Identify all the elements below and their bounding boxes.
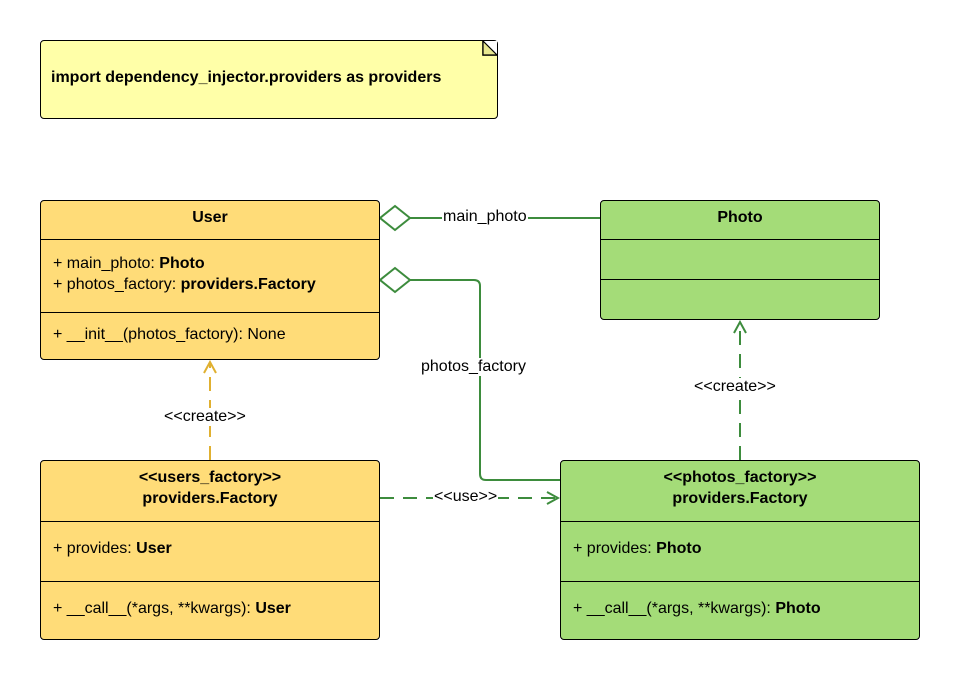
aggregation-diamond-icon (378, 204, 412, 232)
photos-factory-header: <<photos_factory>> providers.Factory (561, 461, 919, 521)
photos-factory-attr-provides: + provides: Photo (573, 540, 702, 557)
users-factory-attr-provides: + provides: User (53, 540, 172, 557)
note-fold-icon (482, 40, 498, 56)
label-main-photo: main_photo (442, 208, 528, 226)
label-create-photo: <<create>> (693, 378, 777, 396)
users-factory-class[interactable]: <<users_factory>> providers.Factory + pr… (40, 460, 380, 640)
photos-factory-class[interactable]: <<photos_factory>> providers.Factory + p… (560, 460, 920, 640)
photo-class-name: Photo (717, 209, 763, 226)
photos-factory-attributes: + provides: Photo (561, 521, 919, 581)
users-factory-method-call: + __call__(*args, **kwargs): User (53, 600, 291, 617)
photo-methods (601, 279, 879, 319)
label-photos-factory: photos_factory (420, 358, 527, 376)
user-method-init: + __init__(photos_factory): None (53, 326, 286, 343)
import-note: import dependency_injector.providers as … (40, 40, 498, 119)
photo-class[interactable]: Photo (600, 200, 880, 320)
photos-factory-method-call: + __call__(*args, **kwargs): Photo (573, 600, 821, 617)
users-factory-attributes: + provides: User (41, 521, 379, 581)
photos-factory-stereotype: <<photos_factory>> (663, 469, 817, 486)
users-factory-name: providers.Factory (142, 490, 278, 507)
user-methods: + __init__(photos_factory): None (41, 312, 379, 359)
photo-attributes (601, 239, 879, 279)
note-text: import dependency_injector.providers as … (51, 69, 442, 86)
label-create-user: <<create>> (163, 408, 247, 426)
user-class[interactable]: User + main_photo: Photo + photos_factor… (40, 200, 380, 360)
aggregation-diamond-icon (378, 266, 412, 294)
user-class-name: User (192, 209, 228, 226)
photos-factory-name: providers.Factory (672, 490, 808, 507)
users-factory-methods: + __call__(*args, **kwargs): User (41, 581, 379, 639)
label-use: <<use>> (433, 488, 499, 506)
users-factory-header: <<users_factory>> providers.Factory (41, 461, 379, 521)
user-attributes: + main_photo: Photo + photos_factory: pr… (41, 239, 379, 312)
photos-factory-methods: + __call__(*args, **kwargs): Photo (561, 581, 919, 639)
users-factory-stereotype: <<users_factory>> (138, 469, 282, 486)
photos-factory-aggregation (378, 266, 560, 481)
user-attr-main-photo: + main_photo: Photo (53, 255, 205, 272)
user-attr-photos-factory: + photos_factory: providers.Factory (53, 276, 316, 293)
